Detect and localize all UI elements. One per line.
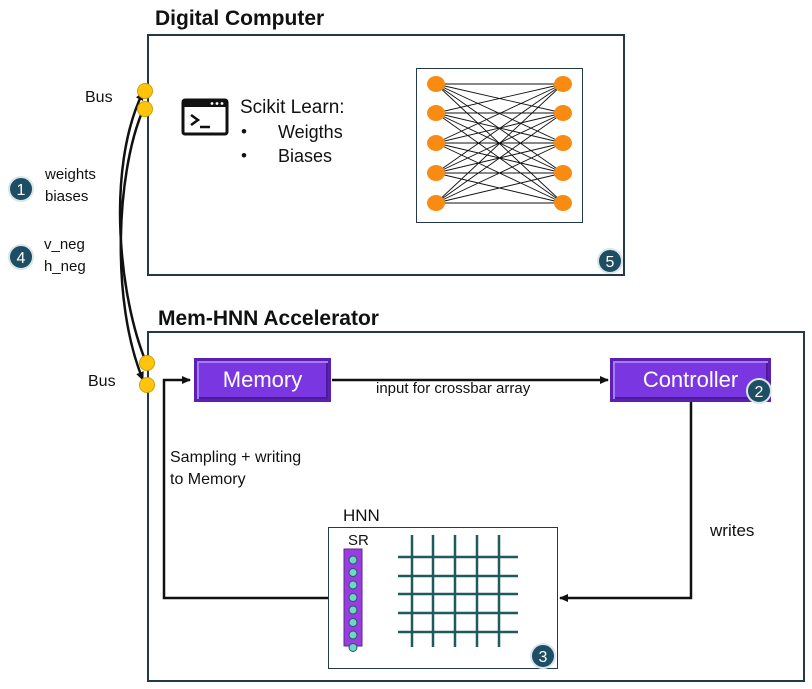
input-node xyxy=(427,135,445,151)
digital-step-badge: 5 xyxy=(597,248,623,274)
bullet-weights: Weigths xyxy=(278,122,343,142)
sr-cell xyxy=(348,593,358,602)
bus-label-bottom: Bus xyxy=(88,373,116,390)
output-node xyxy=(554,135,572,151)
network-edge xyxy=(435,83,564,204)
network-edge xyxy=(435,112,564,204)
bullet-dot: • xyxy=(241,122,247,141)
digital-computer-title: Digital Computer xyxy=(155,7,325,30)
sampling-label-line1: Sampling + writing xyxy=(170,449,302,466)
sr-cell xyxy=(348,618,358,627)
bullet-dot: • xyxy=(241,146,247,165)
step-1-badge: 1 xyxy=(8,176,34,202)
sr-cell xyxy=(348,605,358,615)
input-node xyxy=(427,195,445,211)
input-node xyxy=(427,105,445,121)
step-1-biases: biases xyxy=(45,188,89,205)
output-node xyxy=(554,195,572,211)
output-node xyxy=(554,105,572,121)
sr-label: SR xyxy=(348,532,369,549)
sr-cell xyxy=(348,580,358,590)
bus-port-top-1 xyxy=(137,83,153,99)
input-node xyxy=(427,76,445,92)
output-node xyxy=(554,165,572,181)
sr-cell xyxy=(348,568,358,577)
network-edge xyxy=(435,83,564,174)
terminal-icon xyxy=(181,98,229,136)
writes-label: writes xyxy=(710,521,755,540)
hnn-label: HNN xyxy=(343,506,380,525)
sr-cell xyxy=(348,630,358,640)
controller-block: Controller xyxy=(610,358,771,402)
bus-port-top-2 xyxy=(137,101,153,117)
step-4-hneg: h_neg xyxy=(44,258,86,275)
step-1-weights: weights xyxy=(45,166,96,183)
network-graph xyxy=(416,68,583,223)
sr-cell xyxy=(348,555,358,565)
controller-step-badge: 2 xyxy=(746,378,772,404)
hnn-step-badge: 3 xyxy=(530,643,556,669)
sr-cell xyxy=(348,643,358,652)
network-edge xyxy=(435,142,564,204)
sampling-label-line2: to Memory xyxy=(170,471,246,488)
output-node xyxy=(554,76,572,92)
bus-port-bottom-2 xyxy=(139,377,155,393)
bus-label-top: Bus xyxy=(85,89,113,106)
network-edge xyxy=(435,172,564,204)
network-edge xyxy=(435,83,564,114)
network-edge xyxy=(435,83,564,144)
memory-block: Memory xyxy=(194,358,331,402)
hnn-internals xyxy=(343,535,518,652)
input-node xyxy=(427,165,445,181)
hnn-panel xyxy=(328,527,558,669)
step-4-vneg: v_neg xyxy=(44,236,85,253)
bus-port-bottom-1 xyxy=(139,355,155,371)
accelerator-title: Mem-HNN Accelerator xyxy=(158,307,379,330)
scikit-learn-title: Scikit Learn: xyxy=(240,97,345,118)
bullet-biases: Biases xyxy=(278,146,333,166)
step-4-badge: 4 xyxy=(8,244,34,270)
input-crossbar-label: input for crossbar array xyxy=(376,380,531,397)
